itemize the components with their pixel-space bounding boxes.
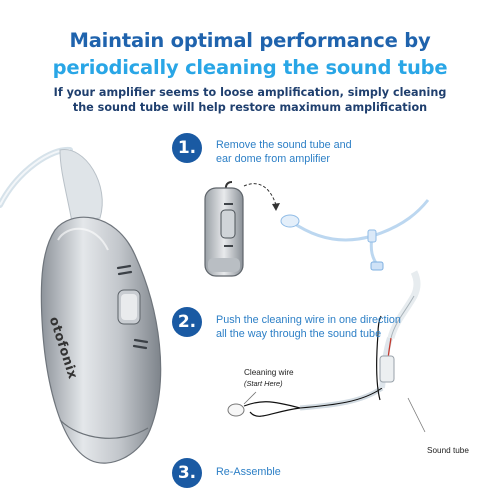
- step-2-line-1: Push the cleaning wire in one direction: [216, 314, 401, 326]
- step-3-text: Re-Assemble: [216, 466, 281, 478]
- step-3-badge: 3.: [172, 458, 202, 488]
- pointer-line-cleaning-wire: [243, 391, 257, 405]
- headline-line-2: periodically cleaning the sound tube: [52, 56, 448, 79]
- ear-dome: [227, 403, 245, 417]
- step-1-badge: 1.: [172, 133, 202, 163]
- hearing-amplifier-large: [0, 146, 162, 464]
- label-sound-tube: Sound tube: [427, 446, 469, 455]
- step-1-line-1: Remove the sound tube and: [216, 139, 352, 151]
- step-2-badge: 2.: [172, 307, 202, 337]
- subheadline-line-2: the sound tube will help restore maximum…: [72, 101, 428, 114]
- label-start-here: (Start Here): [244, 379, 283, 388]
- hearing-amplifier-small: [204, 181, 244, 277]
- removed-sound-tube: [280, 199, 430, 271]
- step-1-text: Remove the sound tube and ear dome from …: [216, 138, 352, 166]
- step-2-line-2: all the way through the sound tube: [216, 328, 382, 340]
- label-cleaning-wire: Cleaning wire: [244, 368, 294, 377]
- pointer-line-sound-tube: [407, 397, 426, 433]
- cleaning-illustration: [227, 270, 421, 417]
- curved-arrow-icon: [243, 183, 277, 206]
- subheadline-line-1: If your amplifier seems to loose amplifi…: [53, 86, 447, 99]
- headline-line-1: Maintain optimal performance by: [69, 29, 431, 52]
- step-2-text: Push the cleaning wire in one direction …: [216, 313, 401, 341]
- step-1-line-2: ear dome from amplifier: [216, 153, 331, 165]
